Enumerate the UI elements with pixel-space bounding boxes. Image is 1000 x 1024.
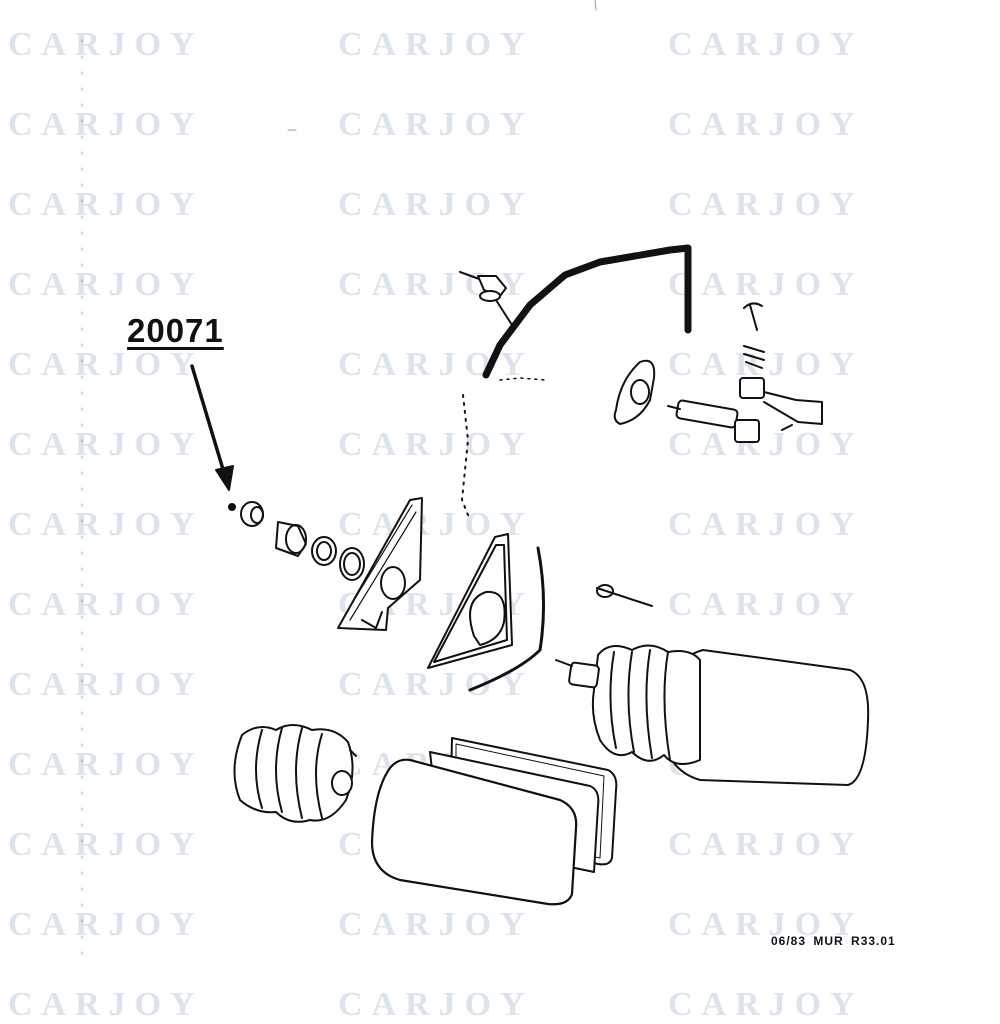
mirror-housing-right bbox=[555, 644, 870, 786]
callout-arrow bbox=[190, 364, 234, 491]
mounting-bracket bbox=[337, 497, 423, 631]
scan-marks bbox=[81, 0, 597, 961]
pivot-pin bbox=[459, 271, 513, 326]
part-20071-components bbox=[228, 501, 365, 581]
bellows-boot bbox=[233, 724, 357, 823]
adjuster-rod bbox=[596, 584, 653, 607]
window-frame bbox=[461, 244, 692, 521]
remote-control-assembly bbox=[613, 302, 823, 443]
mirror-glass-front bbox=[370, 758, 578, 906]
part-number-label: 20071 bbox=[127, 312, 224, 349]
drawing-reference-code: 06/83 MUR R33.01 bbox=[771, 934, 896, 948]
sail-plate bbox=[427, 533, 546, 692]
exploded-parts-diagram bbox=[81, 0, 870, 961]
